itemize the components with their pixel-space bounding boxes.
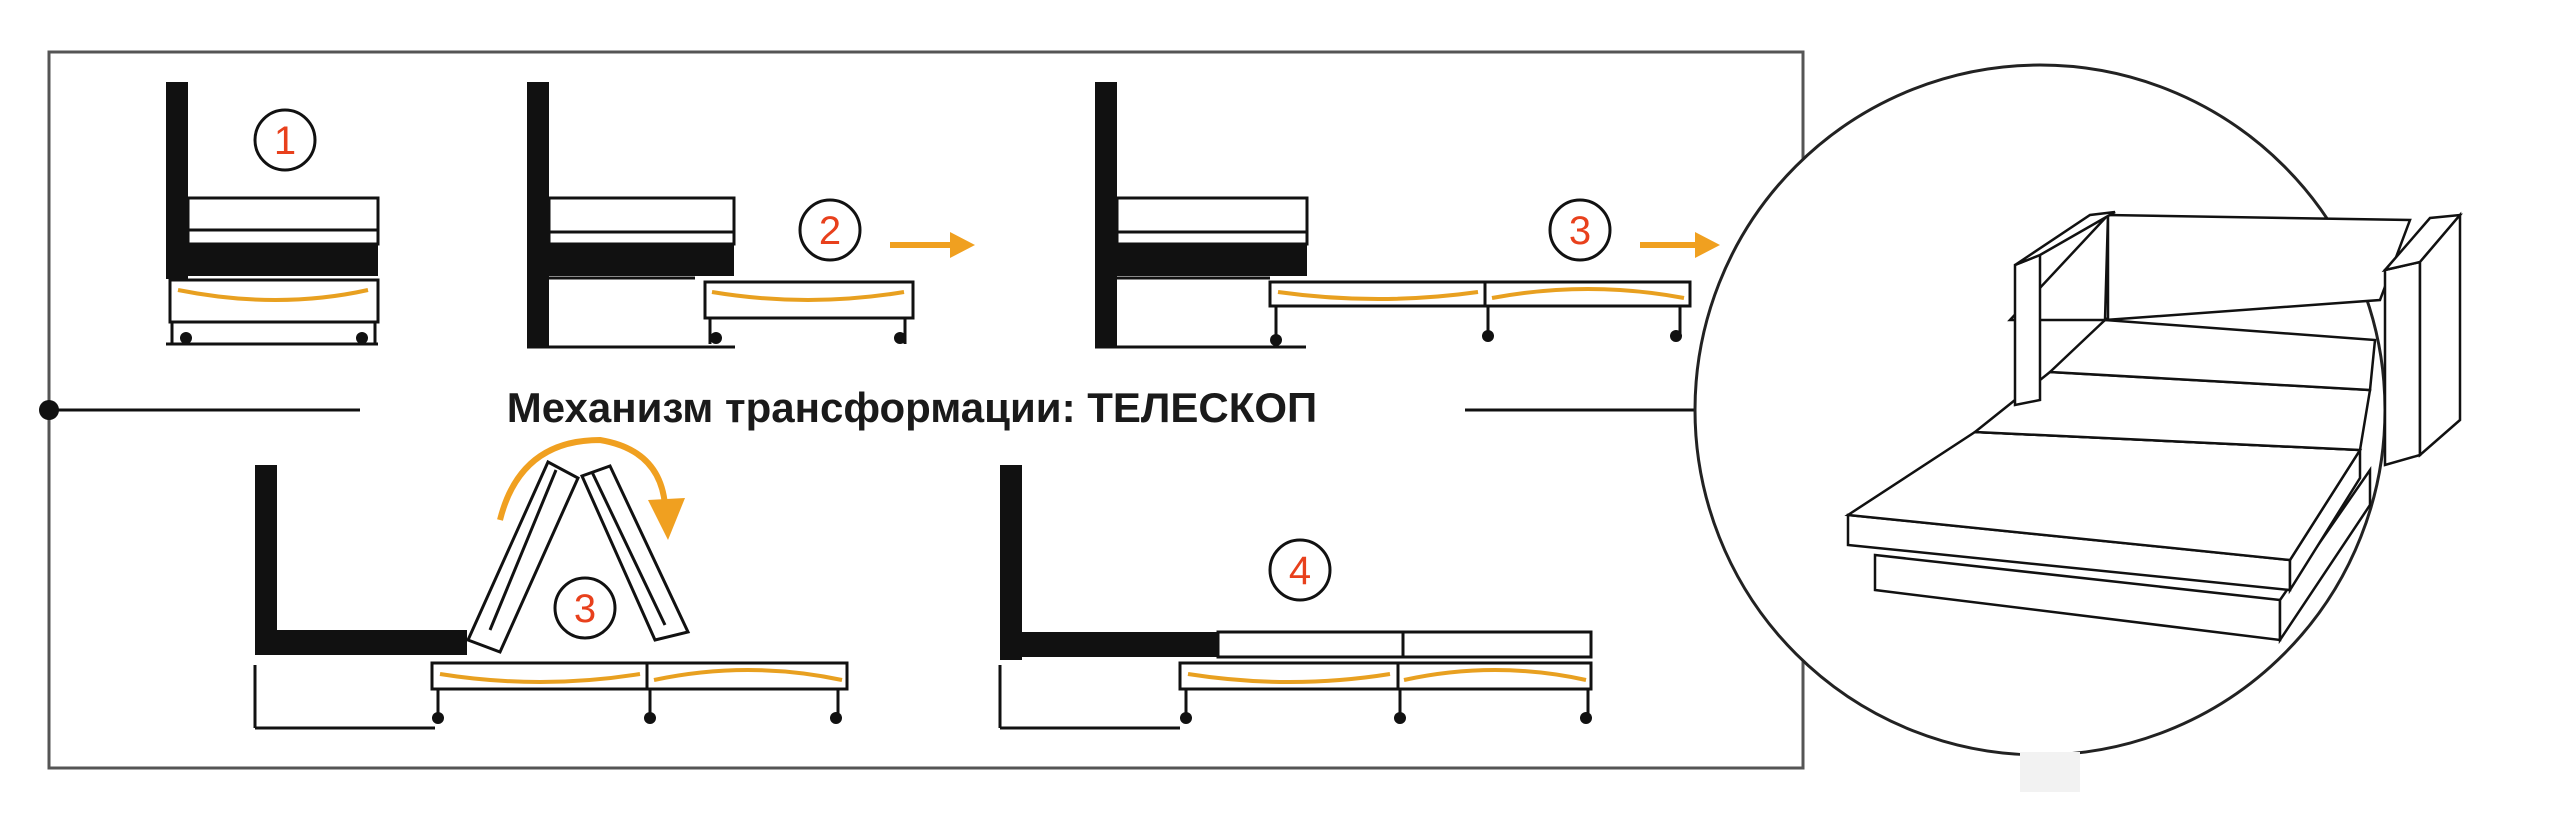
step-3-flip-cushion: [253, 436, 849, 730]
svg-text:4: 4: [1289, 549, 1311, 593]
step-4-badge: 4: [1268, 538, 1332, 602]
sofa-bed-illustration: [1693, 63, 2463, 757]
step-2-pull-out: [527, 82, 915, 349]
step-1-badge: 1: [253, 108, 317, 172]
step-4-unfolded-bed: [998, 465, 1593, 730]
svg-text:1: 1: [274, 119, 296, 163]
step-1-folded-sofa: [166, 82, 380, 346]
step-3-arrow: [1640, 232, 1720, 258]
step-2-badge: 2: [798, 198, 862, 262]
step-3-extend: [1095, 82, 1692, 349]
diagram-title: Механизм трансформации: ТЕЛЕСКОП: [507, 384, 1318, 431]
svg-text:3: 3: [574, 587, 596, 631]
step-3-badge: 3: [1548, 198, 1612, 262]
svg-text:3: 3: [1569, 209, 1591, 253]
step-3b-badge: 3: [553, 576, 617, 640]
background-artifact: [2020, 752, 2080, 792]
svg-text:2: 2: [819, 209, 841, 253]
step-2-arrow: [890, 232, 975, 258]
